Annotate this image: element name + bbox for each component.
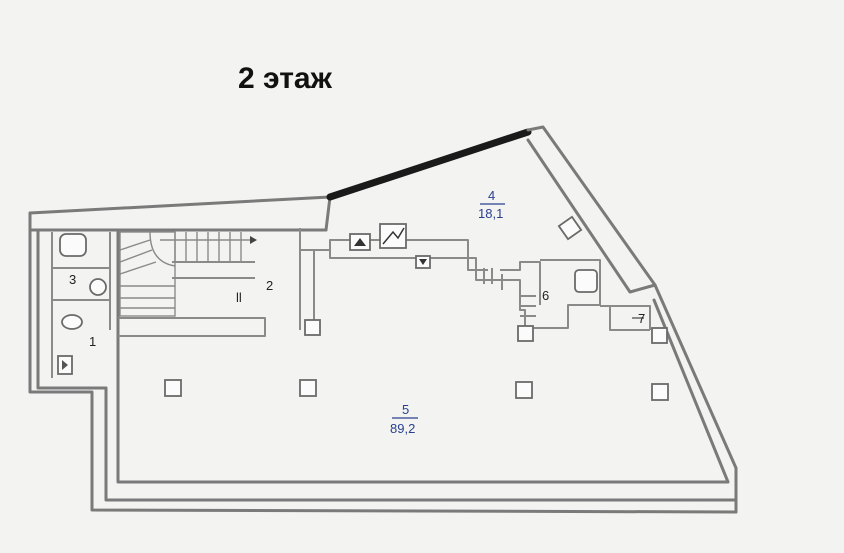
column (515, 381, 533, 399)
sink-room3 (59, 233, 87, 257)
interior-walls (51, 228, 651, 378)
room-4-area: 18,1 (478, 206, 503, 221)
column (299, 379, 317, 397)
door-marks (483, 268, 644, 319)
toilet-room1 (61, 314, 83, 330)
column (304, 319, 321, 336)
room-5-area: 89,2 (390, 421, 415, 436)
toilet-room3 (89, 278, 107, 296)
room-7-number: 7 (638, 311, 645, 326)
room-2-number: 2 (266, 278, 273, 293)
shafts (349, 223, 431, 269)
room-4-number: 4 (488, 188, 495, 203)
fixtures (57, 215, 598, 375)
toilet-room6 (574, 269, 598, 293)
floor-title: 2 этаж (238, 62, 333, 95)
room-2-mark: ll (236, 290, 242, 305)
room-5-number: 5 (402, 402, 409, 417)
column (651, 383, 669, 401)
room-6-number: 6 (542, 288, 549, 303)
room-labels: 3 1 ll 2 4 18,1 6 7 5 89,2 (69, 188, 645, 436)
outer-walls (28, 125, 738, 514)
room-3-number: 3 (69, 272, 76, 287)
columns (164, 319, 669, 401)
column (651, 327, 668, 344)
load-bearing-wall (326, 128, 532, 201)
staircase (119, 231, 257, 317)
column (517, 325, 534, 342)
column (164, 379, 182, 397)
room-1-number: 1 (89, 334, 96, 349)
vent-room4 (557, 215, 583, 241)
